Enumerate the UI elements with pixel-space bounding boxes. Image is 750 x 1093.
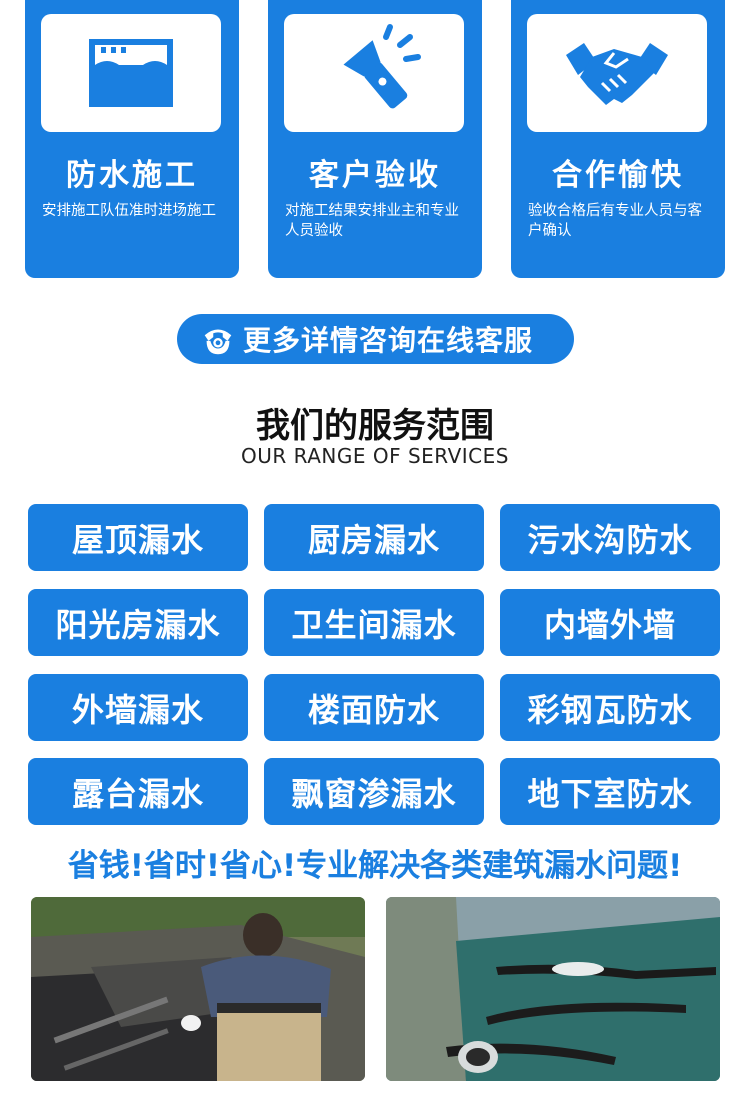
- step-card-acceptance: 客户验收 对施工结果安排业主和专业人员验收: [268, 0, 482, 278]
- step-card-cooperation: 合作愉快 验收合格后有专业人员与客户确认: [511, 0, 725, 278]
- step-title: 防水施工: [66, 158, 198, 193]
- consult-label: 更多详情咨询在线客服: [243, 324, 534, 357]
- service-bathroom-leak[interactable]: 卫生间漏水: [264, 589, 484, 656]
- service-exterior-wall-leak[interactable]: 外墙漏水: [28, 674, 248, 741]
- roof-membrane-photo: [31, 897, 365, 1081]
- service-sunroom-leak[interactable]: 阳光房漏水: [28, 589, 248, 656]
- service-kitchen-leak[interactable]: 厨房漏水: [264, 504, 484, 571]
- slogan: 省钱!省时!省心!专业解决各类建筑漏水问题!: [67, 848, 683, 884]
- flashlight-icon: [343, 24, 421, 109]
- service-interior-exterior-wall[interactable]: 内墙外墙: [500, 589, 720, 656]
- service-roof-leak[interactable]: 屋顶漏水: [28, 504, 248, 571]
- service-floor-waterproofing[interactable]: 楼面防水: [264, 674, 484, 741]
- step-icon-box: [284, 14, 464, 132]
- step-description: 验收合格后有专业人员与客户确认: [528, 203, 702, 239]
- consult-online-button[interactable]: 更多详情咨询在线客服: [177, 314, 574, 364]
- step-card-construction: 防水施工 安排施工队伍准时进场施工: [25, 0, 239, 278]
- service-basement-waterproofing[interactable]: 地下室防水: [500, 758, 720, 825]
- step-icon-box: [41, 14, 221, 132]
- water-tank-icon: [89, 39, 173, 107]
- step-description: 安排施工队伍准时进场施工: [42, 203, 216, 219]
- step-title: 客户验收: [309, 158, 441, 193]
- handshake-icon: [566, 43, 668, 105]
- services-section-title: 我们的服务范围: [256, 406, 494, 446]
- step-title: 合作愉快: [552, 158, 684, 193]
- service-terrace-leak[interactable]: 露台漏水: [28, 758, 248, 825]
- rooftop-coating-photo: [386, 897, 720, 1081]
- step-description: 对施工结果安排业主和专业人员验收: [285, 203, 459, 239]
- service-bay-window-leak[interactable]: 飘窗渗漏水: [264, 758, 484, 825]
- service-steel-tile-waterproofing[interactable]: 彩钢瓦防水: [500, 674, 720, 741]
- service-sewer-waterproofing[interactable]: 污水沟防水: [500, 504, 720, 571]
- services-section-subtitle: OUR RANGE OF SERVICES: [241, 444, 509, 468]
- step-icon-box: [527, 14, 707, 132]
- phone-icon: [204, 329, 232, 355]
